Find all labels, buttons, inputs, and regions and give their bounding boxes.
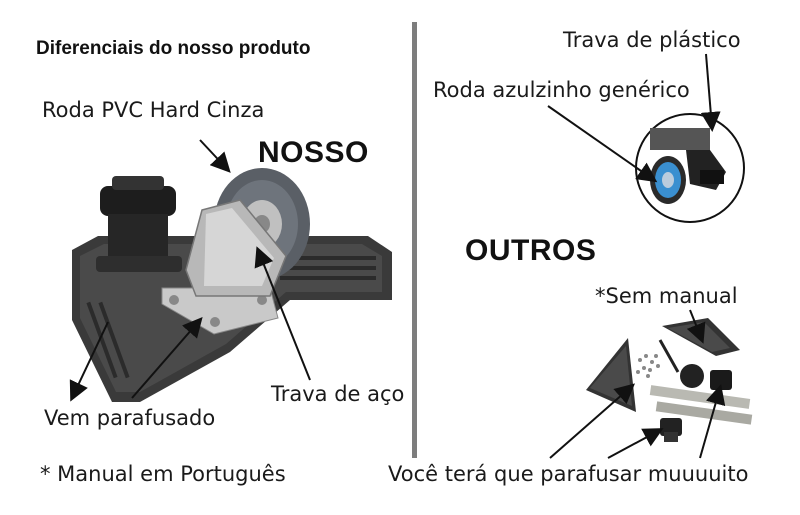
manual-portugues-label: * Manual em Português <box>40 462 286 486</box>
sem-manual-label: *Sem manual <box>595 284 738 308</box>
nosso-heading: NOSSO <box>258 136 369 169</box>
vem-parafusado-label: Vem parafusado <box>44 406 216 430</box>
roda-generico-label: Roda azulzinho genérico <box>433 78 690 102</box>
vertical-divider <box>412 22 417 458</box>
wheel-closeup-image <box>635 113 745 223</box>
page-title: Diferenciais do nosso produto <box>36 38 311 59</box>
disassembled-parts-image <box>586 318 753 442</box>
outros-heading: OUTROS <box>465 234 597 267</box>
parafusar-label: Você terá que parafusar muuuuito <box>388 462 749 486</box>
roda-pvc-label: Roda PVC Hard Cinza <box>42 98 265 122</box>
product-assembled-image <box>72 168 392 402</box>
trava-aco-label: Trava de aço <box>271 382 405 406</box>
trava-plastico-label: Trava de plástico <box>563 28 741 52</box>
